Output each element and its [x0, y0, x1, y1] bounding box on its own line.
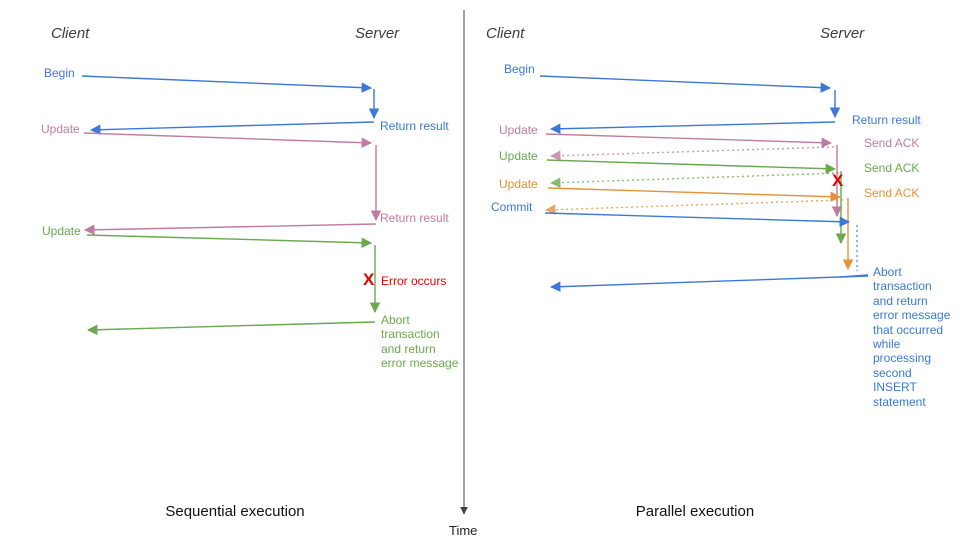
- par-update-1-request-arrow: [545, 133, 833, 148]
- par-client-header: Client: [486, 25, 525, 42]
- seq-update-1-label: Update: [41, 122, 80, 136]
- par-abort-return-arrow: [549, 275, 869, 292]
- seq-return-result-2-label: Return result: [380, 211, 449, 225]
- par-send-ack-1-arrow: [549, 146, 835, 161]
- par-server-header: Server: [820, 25, 865, 42]
- par-send-ack-1-label: Send ACK: [864, 136, 920, 150]
- par-send-ack-3-label: Send ACK: [864, 186, 920, 200]
- par-begin-label: Begin: [504, 62, 535, 76]
- seq-begin-request-arrow: [81, 75, 373, 93]
- time-axis-label: Time: [449, 523, 478, 538]
- seq-return-result-1-arrow: [89, 121, 375, 135]
- seq-client-header: Client: [51, 25, 90, 42]
- par-send-ack-2-label: Send ACK: [864, 161, 920, 175]
- par-update-3-label: Update: [499, 177, 538, 191]
- par-send-ack-3-arrow: [544, 199, 844, 215]
- seq-begin-label: Begin: [44, 66, 75, 80]
- seq-error-x-icon: X: [363, 270, 375, 289]
- par-caption: Parallel execution: [635, 503, 755, 520]
- par-commit-label: Commit: [491, 200, 533, 214]
- par-update-2-request-arrow: [546, 159, 837, 174]
- par-update-1-label: Update: [499, 123, 538, 137]
- par-abort-label: Abort transaction and return error messa…: [873, 265, 951, 409]
- par-commit-request-arrow: [544, 212, 851, 227]
- seq-abort-label: Abort transaction and return error messa…: [381, 313, 459, 371]
- seq-error-occurs-label: Error occurs: [381, 274, 447, 288]
- par-update-3-request-arrow: [547, 187, 842, 202]
- par-update-2-label: Update: [499, 149, 538, 163]
- seq-abort-return-arrow: [86, 321, 376, 335]
- seq-update-2-label: Update: [42, 224, 81, 238]
- seq-return-result-2-arrow: [83, 223, 377, 236]
- seq-update-2-request-arrow: [86, 234, 373, 248]
- seq-server-header: Server: [355, 25, 400, 42]
- seq-update-1-request-arrow: [83, 132, 373, 148]
- seq-caption: Sequential execution: [165, 503, 305, 520]
- par-return-result-arrow: [549, 121, 836, 135]
- seq-return-result-1-label: Return result: [380, 119, 449, 133]
- par-return-result-label: Return result: [852, 113, 921, 127]
- par-error-x-icon: X: [832, 171, 844, 190]
- par-begin-request-arrow: [539, 75, 832, 93]
- par-send-ack-2-arrow: [549, 172, 840, 188]
